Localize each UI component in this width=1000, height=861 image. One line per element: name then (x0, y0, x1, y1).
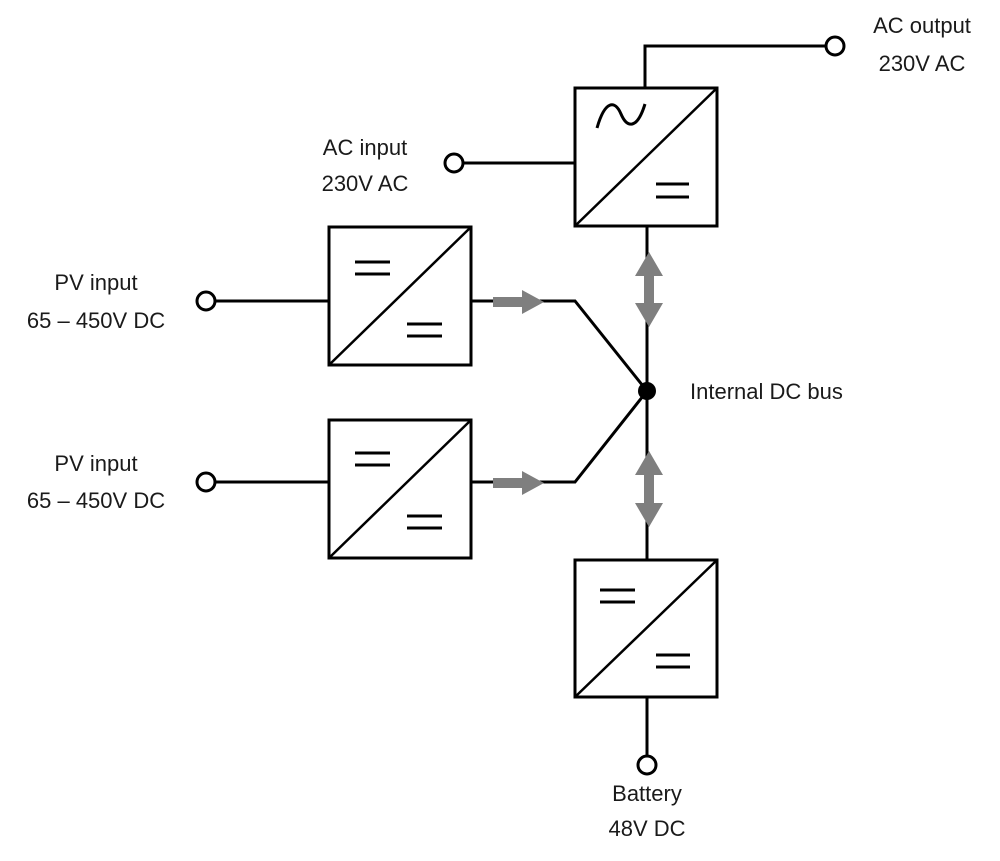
dc-bus-node (638, 382, 656, 400)
ac-output-terminal (824, 35, 846, 57)
dc-equals-symbol (407, 322, 442, 338)
dc-bus-label: Internal DC bus (690, 379, 843, 404)
battery-label: Battery (612, 781, 682, 806)
flow-arrow-right (493, 471, 544, 495)
battery-voltage: 48V DC (608, 816, 685, 841)
mppt-box-1 (327, 225, 473, 367)
mppt-box-2 (327, 418, 473, 560)
ac-output-label: AC output (873, 13, 971, 38)
pv-input-terminal-2 (195, 471, 217, 493)
pv-input-label-2: PV input (54, 451, 137, 476)
pv-input-voltage-1: 65 – 450V DC (27, 308, 165, 333)
dc-equals-symbol (656, 182, 689, 199)
ac-input-voltage: 230V AC (322, 171, 409, 196)
flow-arrow-right (493, 290, 544, 314)
dc-equals-symbol (656, 653, 690, 669)
pv-input-label-1: PV input (54, 270, 137, 295)
pv-input-voltage-2: 65 – 450V DC (27, 488, 165, 513)
pv-input-terminal-1 (195, 290, 217, 312)
inverter-box (573, 86, 719, 228)
battery-terminal (636, 754, 658, 776)
ac-sine-symbol (595, 103, 647, 129)
flow-arrow-bidirectional (635, 451, 663, 527)
ac-output-voltage: 230V AC (879, 51, 966, 76)
dc-equals-symbol (600, 588, 635, 604)
flow-arrow-bidirectional (635, 252, 663, 327)
dc-equals-symbol (355, 260, 390, 276)
dc-equals-symbol (355, 451, 390, 467)
ac-output-wire (643, 44, 826, 88)
ac-input-label: AC input (323, 135, 407, 160)
battery-converter-box (573, 558, 719, 699)
ac-input-terminal (443, 152, 465, 174)
dc-equals-symbol (407, 514, 442, 530)
